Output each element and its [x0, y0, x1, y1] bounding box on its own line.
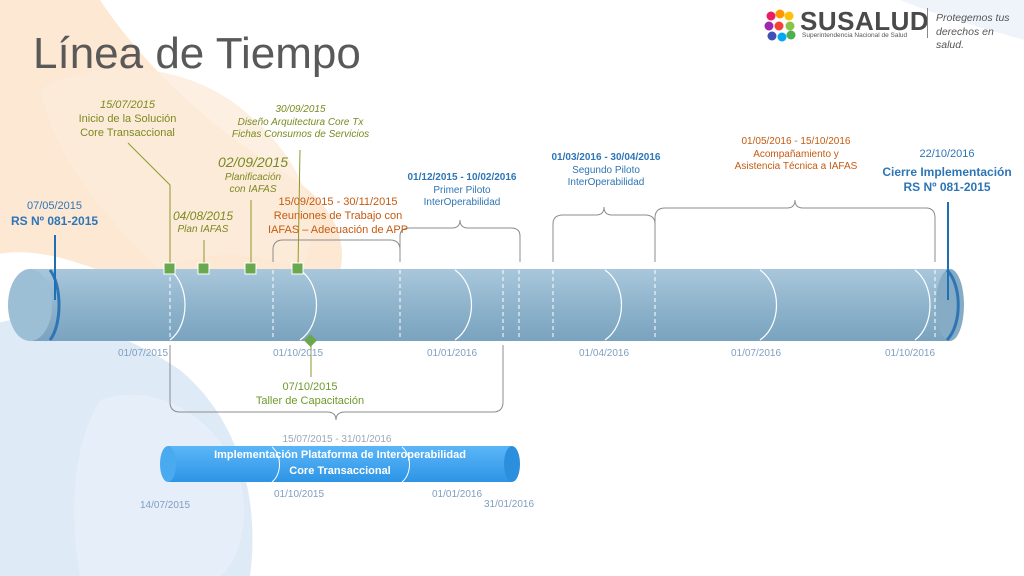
logo-slogan-line2: derechos en salud. [936, 25, 994, 52]
milestone-5-date: 07/10/2015 [282, 381, 338, 393]
period-1-line1: Reuniones de Trabajo con [273, 209, 403, 222]
milestone-1-label: 15/07/2015 Inicio de la Solución Core Tr… [60, 99, 195, 140]
milestone-1-line2: Core Transaccional [80, 126, 175, 139]
period-1-range: 15/09/2015 - 30/11/2015 [278, 196, 398, 208]
milestone-5-marker [304, 334, 317, 347]
milestone-1-marker [163, 262, 176, 275]
period-3-label: 01/03/2016 - 30/04/2016 Segundo Piloto I… [536, 152, 676, 190]
period-1-line2: IAFAS – Adecuación de APP [268, 223, 409, 236]
milestone-1-date: 15/07/2015 [99, 99, 156, 111]
period-2-line2: InterOperabilidad [423, 197, 501, 208]
axis-label-2: 01/10/2015 [273, 348, 324, 359]
period-4-label: 01/05/2016 - 15/10/2016 Acompañamiento y… [723, 136, 869, 174]
milestone-4-line2: Fichas Consumos de Servicios [231, 129, 370, 140]
end-line1: Cierre Implementación [882, 164, 1012, 179]
milestone-4-date: 30/09/2015 [275, 104, 326, 115]
period-1-bracket [272, 239, 401, 262]
period-1-label: 15/09/2015 - 30/11/2015 Reuniones de Tra… [268, 196, 408, 237]
milestone-3-line2: con IAFAS [229, 184, 277, 195]
axis-label-4: 01/04/2016 [579, 348, 630, 359]
axis-label-3: 01/01/2016 [427, 348, 478, 359]
period-2-line1: Primer Piloto [433, 184, 491, 196]
subtimeline-end-date: 31/01/2016 [484, 499, 535, 510]
start-date: 07/05/2015 [26, 200, 83, 212]
logo-subtitle: Superintendencia Nacional de Salud [802, 32, 908, 39]
end-line2: RS Nº 081-2015 [903, 179, 991, 194]
period-2-label: 01/12/2015 - 10/02/2016 Primer Piloto In… [392, 172, 532, 210]
start-label: 07/05/2015 RS Nº 081-2015 [2, 200, 107, 229]
milestone-2-line1: Plan IAFAS [177, 224, 229, 235]
period-3-range: 01/03/2016 - 30/04/2016 [551, 152, 661, 163]
period-4-line2: Asistencia Técnica a IAFAS [734, 161, 858, 172]
milestone-1-leader [127, 142, 171, 268]
milestone-3-label: 02/09/2015 Planificación con IAFAS [210, 154, 296, 197]
milestone-3-marker [244, 262, 257, 275]
milestone-3-line1: Planificación [224, 171, 282, 183]
subtimeline-start-date: 14/07/2015 [140, 500, 191, 511]
subtimeline-bar [160, 446, 520, 483]
period-3-line2: InterOperabilidad [567, 177, 645, 188]
period-4-bracket [654, 199, 936, 262]
subtimeline-axis-label-2: 01/01/2016 [432, 489, 483, 500]
axis-label-6: 01/10/2016 [885, 348, 936, 359]
susalud-logo [764, 9, 796, 42]
subtimeline-bracket [169, 345, 504, 421]
main-timeline-bar [8, 268, 964, 342]
axis-label-1: 01/07/2015 [118, 348, 169, 359]
logo-slogan-line1: Protegemos tus [936, 12, 1010, 24]
end-date: 22/10/2016 [919, 148, 975, 160]
milestone-4-marker [291, 262, 304, 275]
subtimeline-range: 15/07/2015 - 31/01/2016 [282, 434, 392, 445]
period-2-bracket [399, 219, 521, 262]
milestone-2-label: 04/08/2015 Plan IAFAS [163, 209, 243, 237]
logo-name: SUSALUD [800, 6, 930, 36]
subtimeline-line2: Core Transaccional [289, 464, 391, 477]
milestone-5-line1: Taller de Capacitación [255, 394, 365, 407]
axis-label-5: 01/07/2016 [731, 348, 782, 359]
milestone-2-date: 04/08/2015 [172, 209, 234, 223]
period-4-range: 01/05/2016 - 15/10/2016 [741, 136, 851, 147]
end-label: 22/10/2016 Cierre Implementación RS Nº 0… [872, 148, 1022, 195]
subtimeline-title: Implementación Plataforma de Interoperab… [190, 448, 490, 480]
subtimeline-line1: Implementación Plataforma de Interoperab… [214, 449, 466, 461]
logo-slogan: Protegemos tus derechos en salud. [936, 12, 1024, 53]
milestone-4-leader [297, 149, 301, 269]
subtimeline-axis-label-1: 01/10/2015 [274, 489, 325, 500]
logo-divider [927, 8, 928, 38]
period-3-line1: Segundo Piloto [572, 164, 640, 176]
milestone-5-label: 07/10/2015 Taller de Capacitación [250, 381, 370, 409]
milestone-4-label: 30/09/2015 Diseño Arquitectura Core Tx F… [228, 104, 373, 142]
milestone-3-date: 02/09/2015 [217, 154, 289, 170]
milestone-1-line1: Inicio de la Solución [78, 112, 177, 125]
start-resolution: RS Nº 081-2015 [10, 213, 99, 228]
milestone-4-line1: Diseño Arquitectura Core Tx [237, 116, 364, 128]
page-title: Línea de Tiempo [33, 29, 361, 78]
period-4-line1: Acompañamiento y [753, 148, 839, 160]
period-3-bracket [552, 206, 656, 262]
period-2-range: 01/12/2015 - 10/02/2016 [407, 172, 517, 183]
milestone-2-marker [197, 262, 210, 275]
